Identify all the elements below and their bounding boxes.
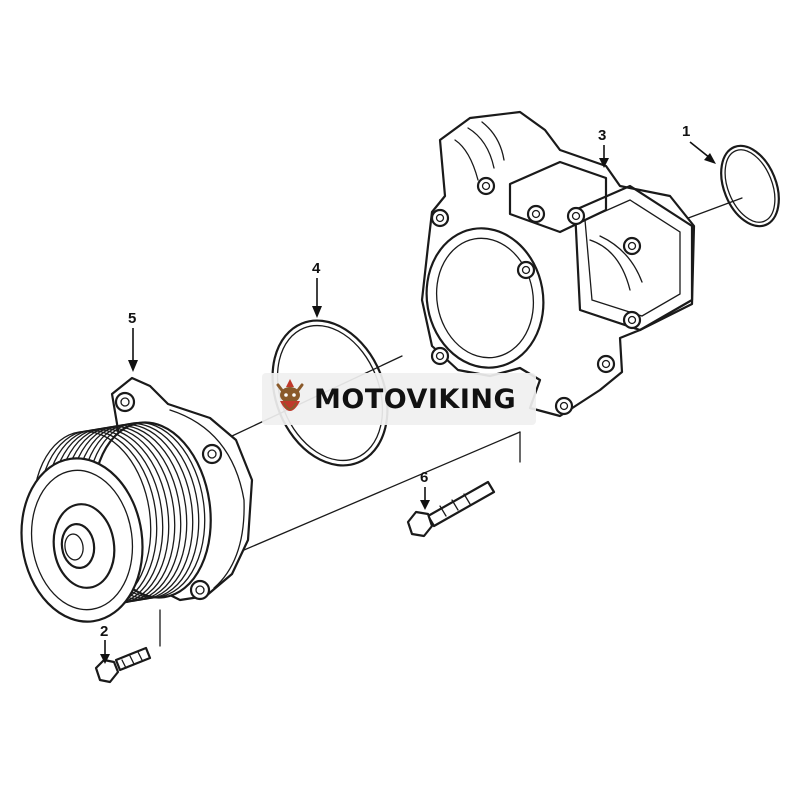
water-pump-housing xyxy=(420,110,696,418)
o-ring-small xyxy=(720,144,780,228)
bolt-long xyxy=(406,480,496,538)
callout-1: 1 xyxy=(682,123,716,164)
svg-text:3: 3 xyxy=(598,127,606,144)
callout-5: 5 xyxy=(128,310,138,372)
svg-text:5: 5 xyxy=(128,310,136,327)
callout-6: 6 xyxy=(420,469,430,510)
callout-3: 3 xyxy=(598,127,609,168)
callout-4: 4 xyxy=(312,260,322,318)
svg-text:2: 2 xyxy=(100,623,108,640)
bolt-short xyxy=(94,646,152,684)
watermark-banner: MOTOVIKING xyxy=(262,373,536,425)
callout-2: 2 xyxy=(100,623,110,664)
water-pump-assembly xyxy=(20,376,254,623)
svg-text:6: 6 xyxy=(420,469,428,486)
viking-logo-icon xyxy=(276,379,304,411)
brand-name: MOTOVIKING xyxy=(314,383,517,415)
svg-text:1: 1 xyxy=(682,123,690,140)
svg-text:4: 4 xyxy=(312,260,321,277)
